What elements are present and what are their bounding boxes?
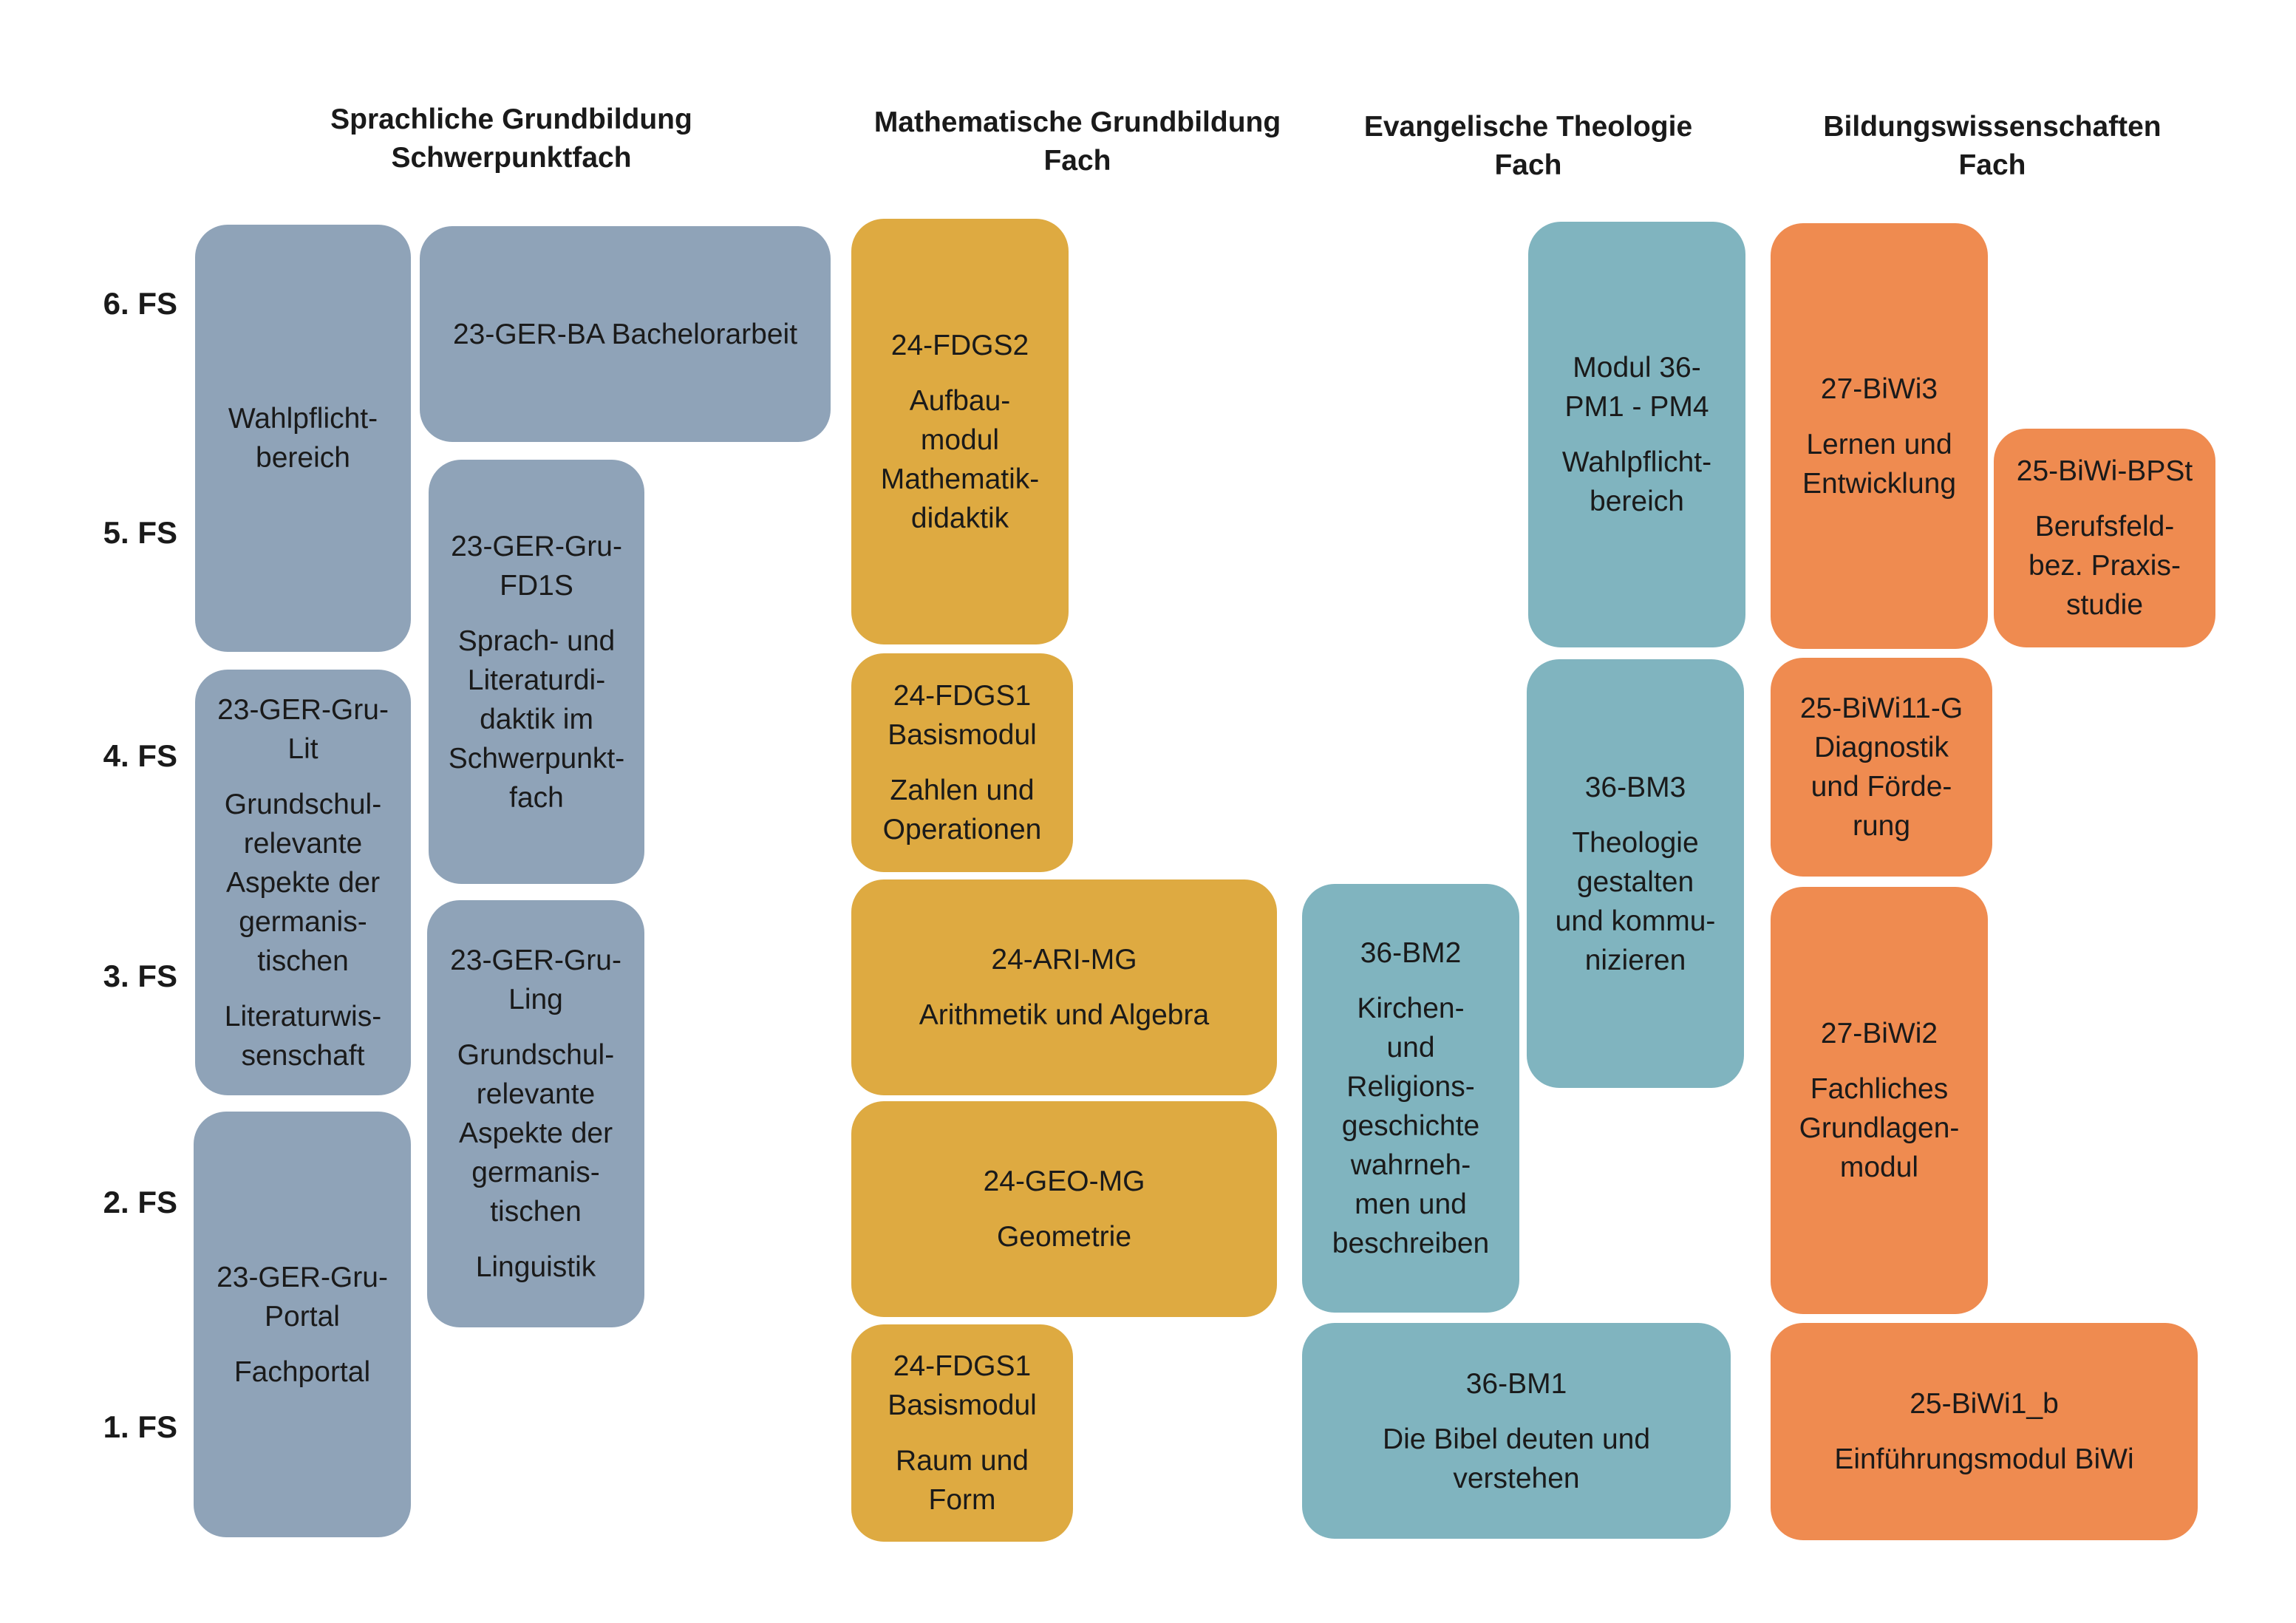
module-code: 23-GER-Gru- Lit: [217, 693, 389, 765]
module-code: 23-GER-Gru- FD1S: [451, 530, 622, 602]
module-desc: Aufbau- modul Mathematik- didaktik: [880, 384, 1040, 534]
module-desc: Grundschul- relevante Aspekte der german…: [457, 1039, 615, 1228]
module-24-geo-mg[interactable]: 24-GEO-MG Geometrie: [851, 1101, 1277, 1317]
module-desc: Sprach- und Literaturdi- daktik im Schwe…: [448, 625, 625, 814]
module-24-fdgs1-raum[interactable]: 24-FDGS1 Basismodul Raum und Form: [851, 1324, 1073, 1542]
semester-label-2: 2. FS: [103, 1185, 177, 1219]
module-code: 24-FDGS1 Basismodul: [888, 1350, 1037, 1421]
module-27-biwi2[interactable]: 27-BiWi2 Fachliches Grundlagen- modul: [1771, 887, 1988, 1314]
header-sprache-line1: Sprachliche Grundbildung: [330, 103, 692, 135]
module-code: 27-BiWi3: [1820, 372, 1938, 405]
module-code: 24-GEO-MG: [983, 1166, 1145, 1197]
semester-label-6: 6. FS: [103, 286, 177, 321]
module-desc: Zahlen und Operationen: [882, 775, 1042, 845]
module-code: 36-BM2: [1360, 937, 1462, 969]
module-code: 23-GER-Gru- Ling: [450, 945, 621, 1015]
module-desc: Einführungsmodul BiWi: [1834, 1443, 2134, 1475]
module-code: 24-FDGS1 Basismodul: [888, 680, 1037, 751]
module-desc: Fachportal: [234, 1355, 371, 1388]
semester-label-5: 5. FS: [103, 515, 177, 550]
module-code: 23-GER-BA Bachelorarbeit: [452, 318, 798, 350]
module-desc: Fachliches Grundlagen- modul: [1799, 1073, 1960, 1183]
module-desc: Raum und Form: [896, 1445, 1029, 1516]
module-desc: Grundschul- relevante Aspekte der german…: [224, 788, 382, 977]
module-desc: Arithmetik und Algebra: [919, 999, 1210, 1031]
module-23-ger-gru-portal[interactable]: 23-GER-Gru- Portal Fachportal: [194, 1112, 411, 1537]
header-biwi-line2: Fach: [1958, 149, 2026, 181]
header-mathe-line1: Mathematische Grundbildung: [873, 106, 1281, 138]
header-theologie-line2: Fach: [1494, 149, 1562, 181]
module-23-ger-gru-lit[interactable]: 23-GER-Gru- Lit Grundschul- relevante As…: [195, 670, 411, 1095]
header-biwi-line1: Bildungswissenschaften: [1823, 111, 2162, 143]
module-24-fdgs1-zahlen[interactable]: 24-FDGS1 Basismodul Zahlen und Operation…: [851, 653, 1073, 872]
module-desc-2: Linguistik: [475, 1251, 596, 1283]
module-36-bm3[interactable]: 36-BM3 Theologie gestalten und kommu- ni…: [1527, 659, 1744, 1088]
module-desc: Lernen und Entwicklung: [1802, 428, 1957, 500]
module-desc: Geometrie: [996, 1221, 1132, 1253]
module-desc: Die Bibel deuten und verstehen: [1382, 1423, 1651, 1494]
module-24-fdgs2[interactable]: 24-FDGS2 Aufbau- modul Mathematik- didak…: [851, 219, 1069, 644]
module-desc: Berufsfeld- bez. Praxis- studie: [2028, 511, 2181, 621]
semester-label-4: 4. FS: [103, 738, 177, 773]
module-desc: Wahlpflicht- bereich: [1561, 446, 1712, 517]
module-23-ger-gru-ling[interactable]: 23-GER-Gru- Ling Grundschul- relevante A…: [427, 900, 644, 1327]
module-desc: Theologie gestalten und kommu- nizieren: [1555, 826, 1716, 976]
module-desc: Kirchen- und Religions- geschichte wahrn…: [1332, 993, 1490, 1259]
module-25-biwi11-g[interactable]: 25-BiWi11-G Diagnostik und Förde- rung: [1771, 658, 1992, 877]
module-36-bm2[interactable]: 36-BM2 Kirchen- und Religions- geschicht…: [1302, 884, 1519, 1313]
header-sprache: Sprachliche Grundbildung Schwerpunktfach: [290, 101, 733, 177]
module-25-biwi1-b[interactable]: 25-BiWi1_b Einführungsmodul BiWi: [1771, 1323, 2198, 1540]
module-36-pm[interactable]: Modul 36- PM1 - PM4 Wahlpflicht- bereich: [1528, 222, 1745, 647]
module-code: 27-BiWi2: [1820, 1018, 1938, 1049]
module-code: 25-BiWi11-G Diagnostik und Förde- rung: [1799, 693, 1963, 842]
module-36-bm1[interactable]: 36-BM1 Die Bibel deuten und verstehen: [1302, 1323, 1731, 1539]
module-code: Modul 36- PM1 - PM4: [1564, 352, 1709, 423]
module-27-biwi3[interactable]: 27-BiWi3 Lernen und Entwicklung: [1771, 223, 1988, 649]
header-biwi: Bildungswissenschaften Fach: [1785, 108, 2199, 185]
module-sprache-wahlpflicht[interactable]: Wahlpflicht- bereich: [195, 225, 411, 652]
module-code: 25-BiWi1_b: [1910, 1388, 2059, 1420]
semester-label-3: 3. FS: [103, 959, 177, 993]
module-code: 24-ARI-MG: [991, 944, 1137, 976]
header-theologie: Evangelische Theologie Fach: [1321, 108, 1735, 185]
module-code: 23-GER-Gru- Portal: [217, 1261, 388, 1333]
header-sprache-line2: Schwerpunktfach: [391, 142, 632, 174]
module-code: 24-FDGS2: [890, 329, 1029, 361]
module-desc: Wahlpflicht- bereich: [228, 403, 378, 474]
semester-label-1: 1. FS: [103, 1409, 177, 1444]
module-code: 36-BM1: [1465, 1367, 1567, 1400]
module-25-biwi-bpst[interactable]: 25-BiWi-BPSt Berufsfeld- bez. Praxis- st…: [1994, 429, 2215, 647]
module-desc-2: Literaturwis- senschaft: [224, 1000, 382, 1072]
module-24-ari-mg[interactable]: 24-ARI-MG Arithmetik und Algebra: [851, 879, 1277, 1095]
header-mathe: Mathematische Grundbildung Fach: [834, 103, 1321, 180]
header-theologie-line1: Evangelische Theologie: [1363, 111, 1693, 143]
module-23-ger-gru-fd1s[interactable]: 23-GER-Gru- FD1S Sprach- und Literaturdi…: [429, 460, 644, 884]
header-mathe-line2: Fach: [1043, 145, 1111, 177]
module-23-ger-ba[interactable]: 23-GER-BA Bachelorarbeit: [420, 226, 831, 442]
module-code: 36-BM3: [1584, 771, 1686, 803]
module-code: 25-BiWi-BPSt: [2016, 455, 2193, 487]
